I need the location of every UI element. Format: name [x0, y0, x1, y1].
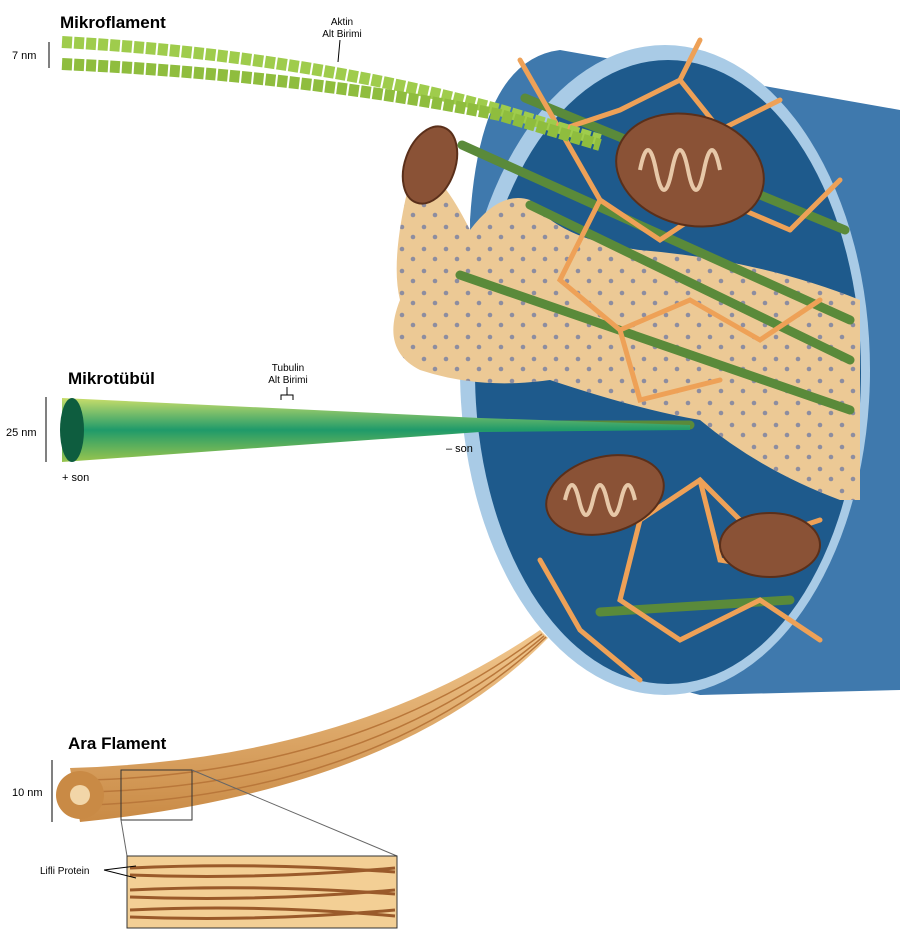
- microfilament-title: Mikroflament: [60, 13, 166, 32]
- actin-label-2: Alt Birimi: [322, 29, 361, 40]
- zoom-box: [120, 769, 193, 821]
- if-bundle: [70, 630, 548, 822]
- actin-strand-2: [61, 58, 602, 151]
- microtubule: Mikrotübül 25 nm Tubulin Alt Birimi + so…: [6, 363, 690, 484]
- fiber-protein-label: Lifli Protein: [40, 866, 89, 877]
- intermediate-filament: Ara Flament 10 nm Lifli Protein: [12, 630, 548, 929]
- microtubule-body: [62, 398, 690, 462]
- tubulin-label-1: Tubulin: [272, 363, 304, 374]
- plus-end-label: + son: [62, 472, 89, 484]
- mitochondria: [401, 112, 821, 578]
- microtubule-end: [60, 398, 84, 462]
- actin-strand-1: [61, 36, 602, 146]
- actin-pointer: [337, 39, 341, 63]
- tubulin-label-2: Alt Birimi: [268, 375, 307, 386]
- microtubule-title: Mikrotübül: [68, 369, 155, 388]
- actin-label-1: Aktin: [331, 17, 353, 28]
- microfilament: Mikroflament 7 nm Aktin Alt Birimi: [12, 13, 602, 151]
- cell-section: [393, 37, 900, 695]
- minus-end-label: – son: [446, 443, 473, 455]
- microfilament-size: 7 nm: [12, 50, 36, 62]
- if-title: Ara Flament: [68, 734, 167, 753]
- if-size: 10 nm: [12, 787, 43, 799]
- microtubule-size: 25 nm: [6, 427, 37, 439]
